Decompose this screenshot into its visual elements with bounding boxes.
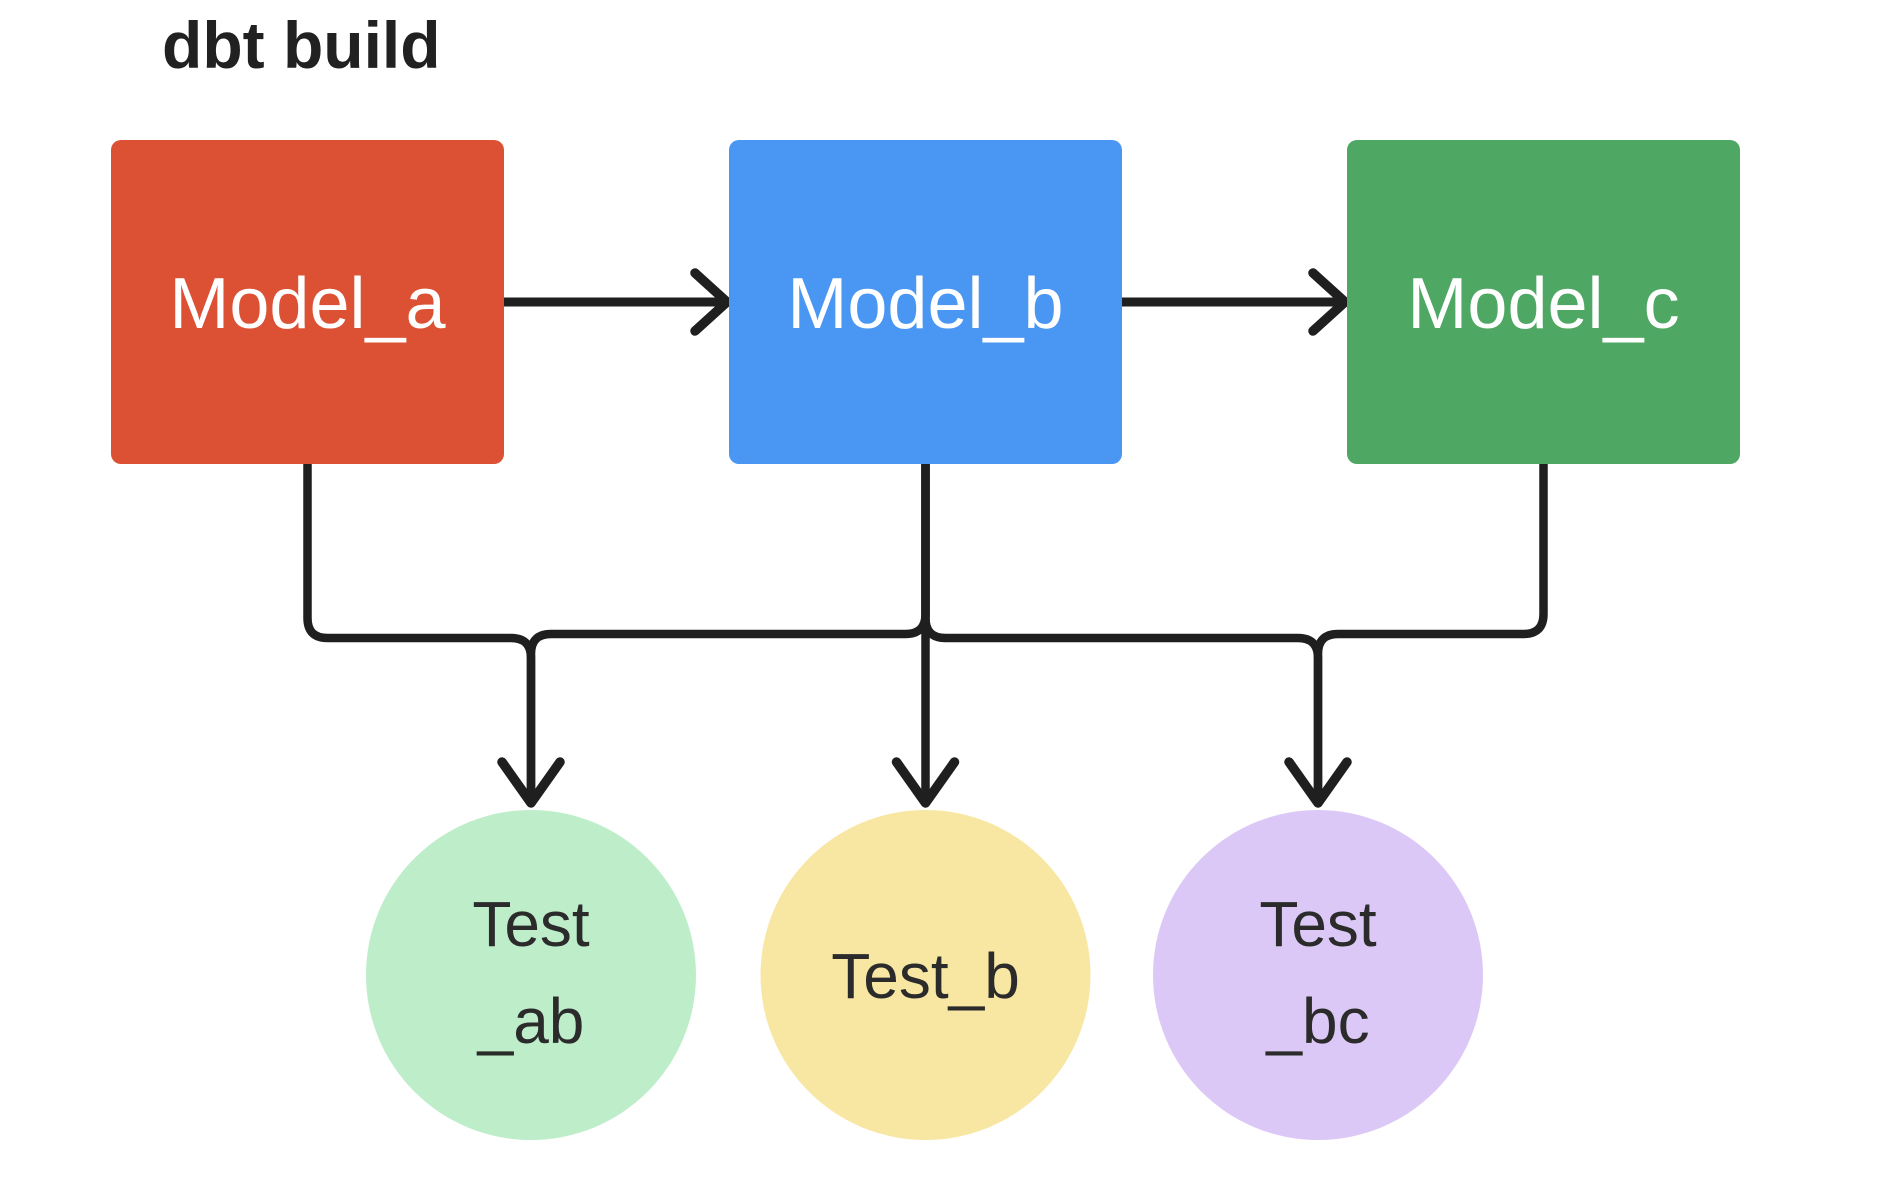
arrowhead-down-test-b-icon <box>891 757 960 808</box>
edge-model-a-to-test-ab <box>303 464 536 800</box>
model-a-label: Model_a <box>169 264 446 344</box>
model-c-node: Model_c <box>1347 140 1740 464</box>
test-bc-label-line1: Test <box>1259 888 1377 960</box>
model-a-node: Model_a <box>111 140 504 464</box>
arrowhead-down-test-ab-icon <box>497 757 565 808</box>
test-ab-node: Test _ab <box>366 810 696 1140</box>
model-a-box <box>111 140 504 464</box>
model-c-box <box>1347 140 1740 464</box>
arrowhead-right-icon <box>690 268 732 336</box>
edge-model-b-to-test-bc <box>921 464 1323 800</box>
model-b-label: Model_b <box>787 264 1063 344</box>
test-b-node: Test_b <box>760 810 1091 1140</box>
model-b-box <box>729 140 1122 464</box>
test-ab-circle <box>366 810 696 1140</box>
test-b-label: Test_b <box>831 940 1020 1012</box>
test-b-circle <box>760 810 1091 1140</box>
arrow-model-a-to-model-b <box>504 268 732 336</box>
test-ab-label-line2: _ab <box>477 985 585 1057</box>
diagram-title: dbt build <box>162 8 441 82</box>
test-ab-label-line1: Test <box>472 888 590 960</box>
model-c-label: Model_c <box>1407 264 1679 344</box>
test-bc-node: Test _bc <box>1153 810 1483 1140</box>
test-bc-label-line2: _bc <box>1265 985 1369 1057</box>
arrowhead-down-test-bc-icon <box>1284 757 1352 808</box>
test-bc-circle <box>1153 810 1483 1140</box>
edge-model-b-to-test-ab <box>526 464 930 800</box>
edge-model-c-to-test-bc <box>1313 464 1548 800</box>
arrow-model-b-to-model-c <box>1122 268 1350 336</box>
arrowhead-right-icon <box>1308 268 1350 336</box>
model-b-node: Model_b <box>729 140 1122 464</box>
